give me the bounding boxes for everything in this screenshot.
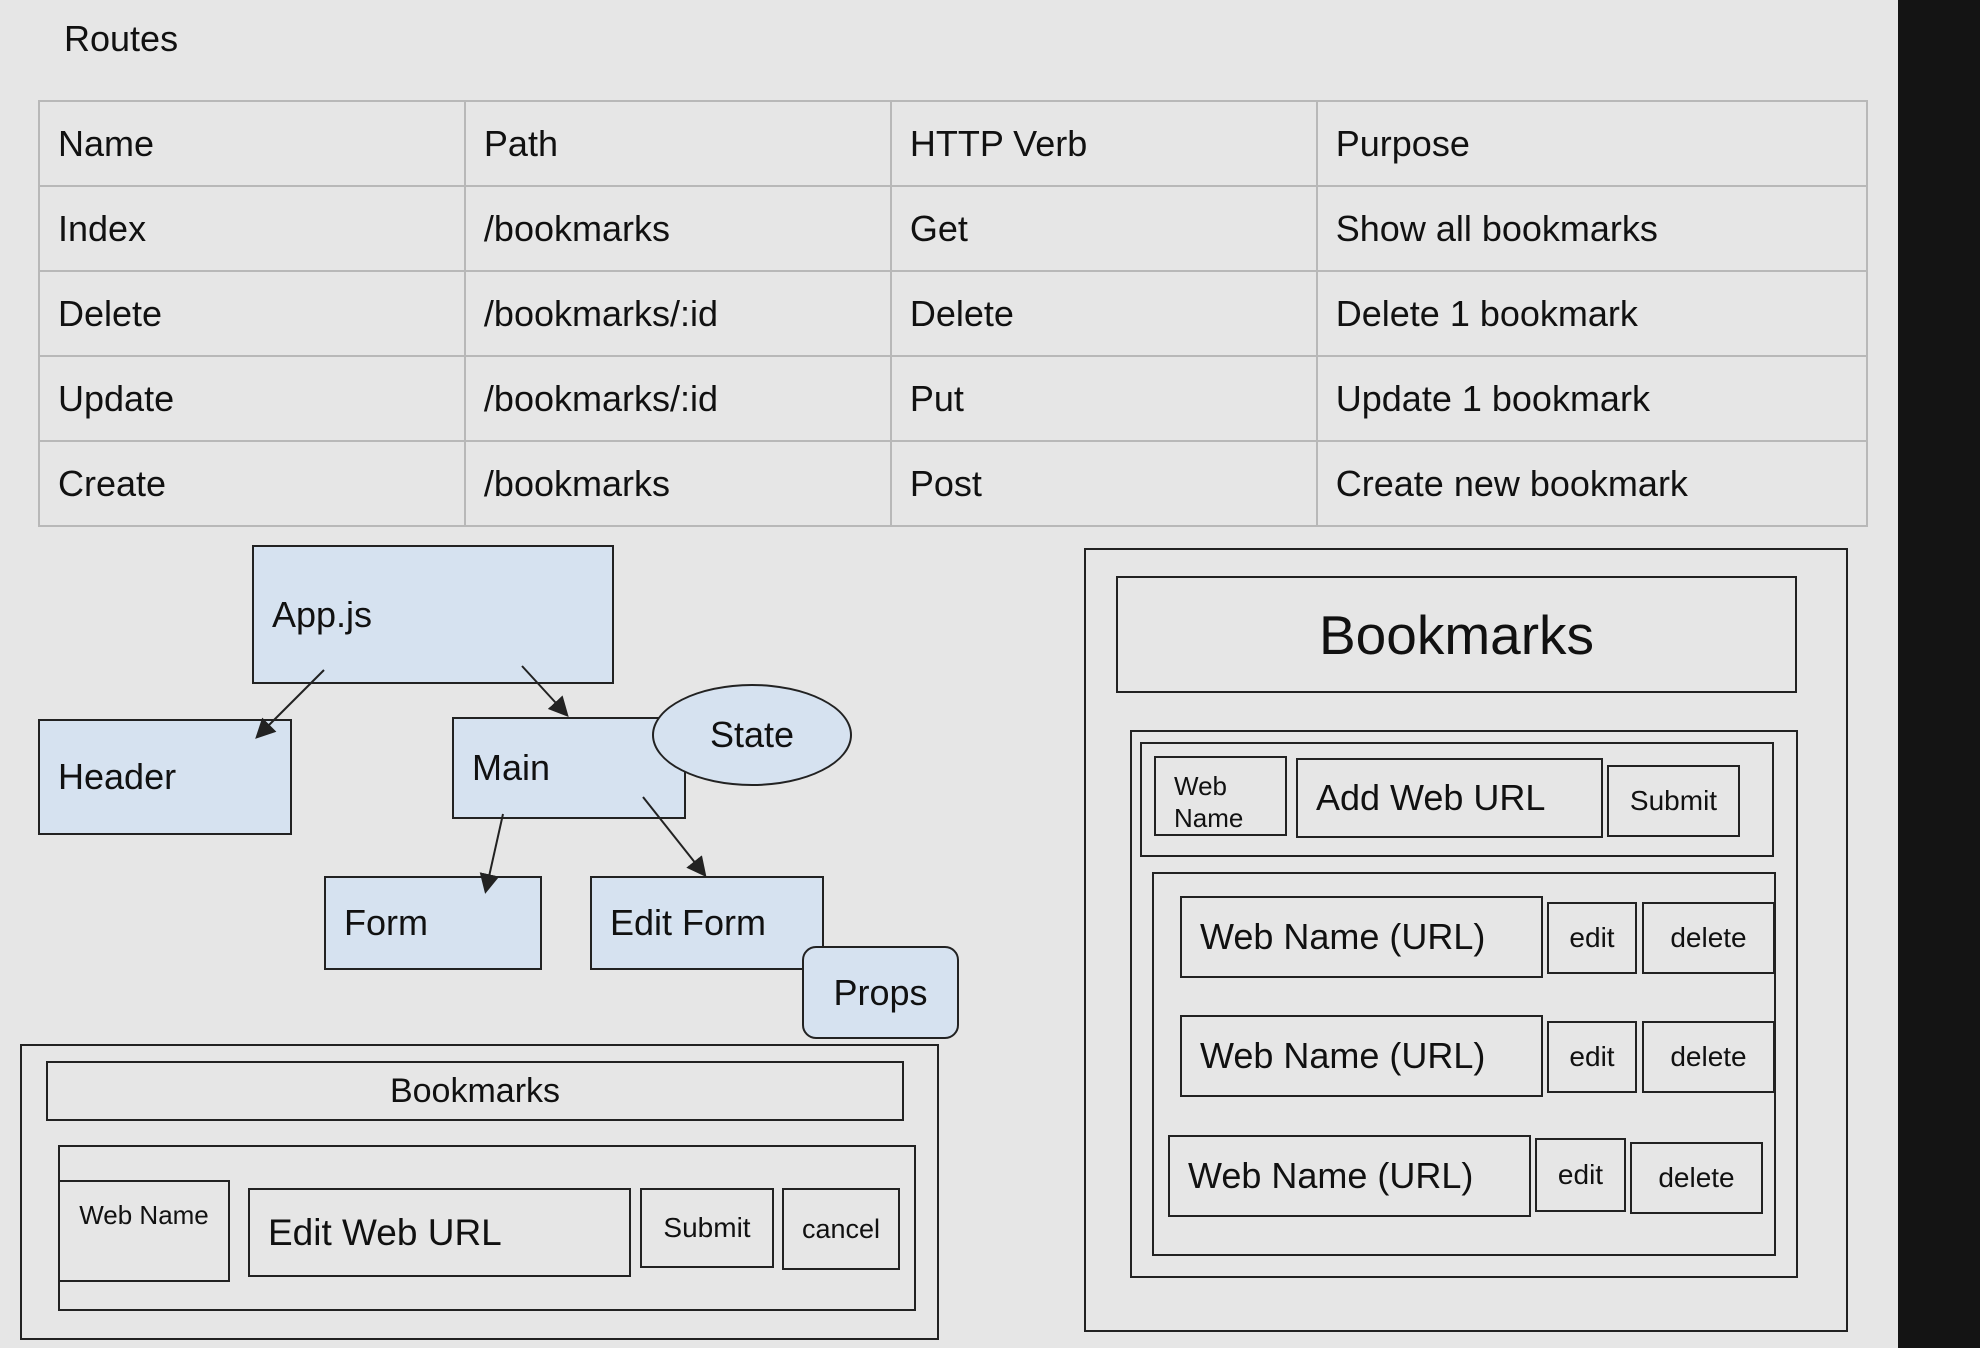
col-header-name: Name: [38, 100, 466, 187]
cell-verb: Delete: [889, 270, 1318, 357]
main-mockup-heading: Bookmarks: [1116, 576, 1797, 693]
cell-name: Create: [38, 440, 466, 527]
table-row: Create /bookmarks Post Create new bookma…: [38, 440, 1869, 527]
add-form-container: [1140, 742, 1774, 857]
bookmark-item-label[interactable]: Web Name (URL): [1168, 1135, 1531, 1217]
add-web-name-field[interactable]: Web Name: [1154, 756, 1287, 836]
add-web-url-field[interactable]: Add Web URL: [1296, 758, 1603, 838]
edit-web-url-field[interactable]: Edit Web URL: [248, 1188, 631, 1277]
table-row: Index /bookmarks Get Show all bookmarks: [38, 185, 1869, 272]
bookmark-item-label[interactable]: Web Name (URL): [1180, 1015, 1543, 1097]
routes-table: Name Path HTTP Verb Purpose Index /bookm…: [38, 100, 1869, 527]
bookmark-item-label[interactable]: Web Name (URL): [1180, 896, 1543, 978]
col-header-http-verb: HTTP Verb: [889, 100, 1318, 187]
col-header-purpose: Purpose: [1315, 100, 1869, 187]
section-title: Routes: [64, 18, 179, 59]
props-node: Props: [802, 946, 959, 1039]
form-node: Form: [324, 876, 542, 970]
cell-purpose: Delete 1 bookmark: [1315, 270, 1869, 357]
bookmark-list: [1152, 872, 1776, 1256]
cell-path: /bookmarks: [463, 185, 892, 272]
cell-path: /bookmarks: [463, 440, 892, 527]
edit-cancel-button[interactable]: cancel: [782, 1188, 900, 1270]
edit-web-name-field[interactable]: Web Name: [58, 1180, 230, 1282]
cell-verb: Post: [889, 440, 1318, 527]
bookmark-edit-button[interactable]: edit: [1547, 902, 1637, 974]
cell-purpose: Show all bookmarks: [1315, 185, 1869, 272]
bookmark-edit-button[interactable]: edit: [1535, 1138, 1626, 1212]
cell-name: Update: [38, 355, 466, 442]
app-js-node: App.js: [252, 545, 614, 684]
cell-verb: Get: [889, 185, 1318, 272]
cell-path: /bookmarks/:id: [463, 355, 892, 442]
arrow-app-to-header: [255, 669, 325, 739]
cell-path: /bookmarks/:id: [463, 270, 892, 357]
table-header-row: Name Path HTTP Verb Purpose: [38, 100, 1869, 187]
header-node: Header: [38, 719, 292, 835]
table-row: Delete /bookmarks/:id Delete Delete 1 bo…: [38, 270, 1869, 357]
dark-edge-strip: [1898, 0, 1980, 1348]
edit-mockup-frame: [20, 1044, 939, 1340]
cell-name: Index: [38, 185, 466, 272]
cell-purpose: Update 1 bookmark: [1315, 355, 1869, 442]
main-mockup-frame: [1084, 548, 1848, 1332]
bookmark-delete-button[interactable]: delete: [1642, 902, 1775, 974]
arrow-app-to-main: [521, 665, 569, 717]
cell-verb: Put: [889, 355, 1318, 442]
cell-name: Delete: [38, 270, 466, 357]
main-content-container: [1130, 730, 1798, 1278]
bookmark-delete-button[interactable]: delete: [1630, 1142, 1763, 1214]
state-ellipse: State: [652, 684, 852, 786]
add-submit-button[interactable]: Submit: [1607, 765, 1740, 837]
bookmark-delete-button[interactable]: delete: [1642, 1021, 1775, 1093]
table-row: Update /bookmarks/:id Put Update 1 bookm…: [38, 355, 1869, 442]
bookmark-edit-button[interactable]: edit: [1547, 1021, 1637, 1093]
arrow-main-to-edit-form: [642, 796, 707, 878]
edit-mockup-heading: Bookmarks: [46, 1061, 904, 1121]
arrow-main-to-form: [479, 813, 504, 894]
edit-submit-button[interactable]: Submit: [640, 1188, 774, 1268]
cell-purpose: Create new bookmark: [1315, 440, 1869, 527]
edit-form-node: Edit Form: [590, 876, 824, 970]
col-header-path: Path: [463, 100, 892, 187]
